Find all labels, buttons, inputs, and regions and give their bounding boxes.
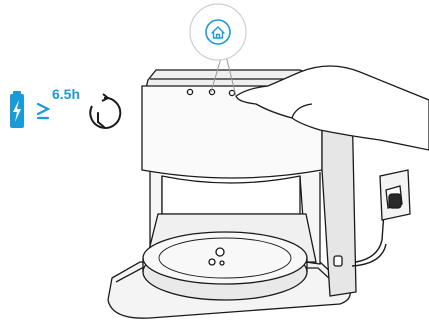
battery-charging-icon [10, 91, 24, 128]
wall-outlet [380, 170, 410, 220]
battery-runtime-label: 6.5h [52, 87, 80, 101]
robot-vacuum [143, 232, 307, 300]
clock-icon [90, 94, 120, 128]
power-cord [352, 212, 386, 266]
greater-equal-icon [38, 104, 48, 118]
